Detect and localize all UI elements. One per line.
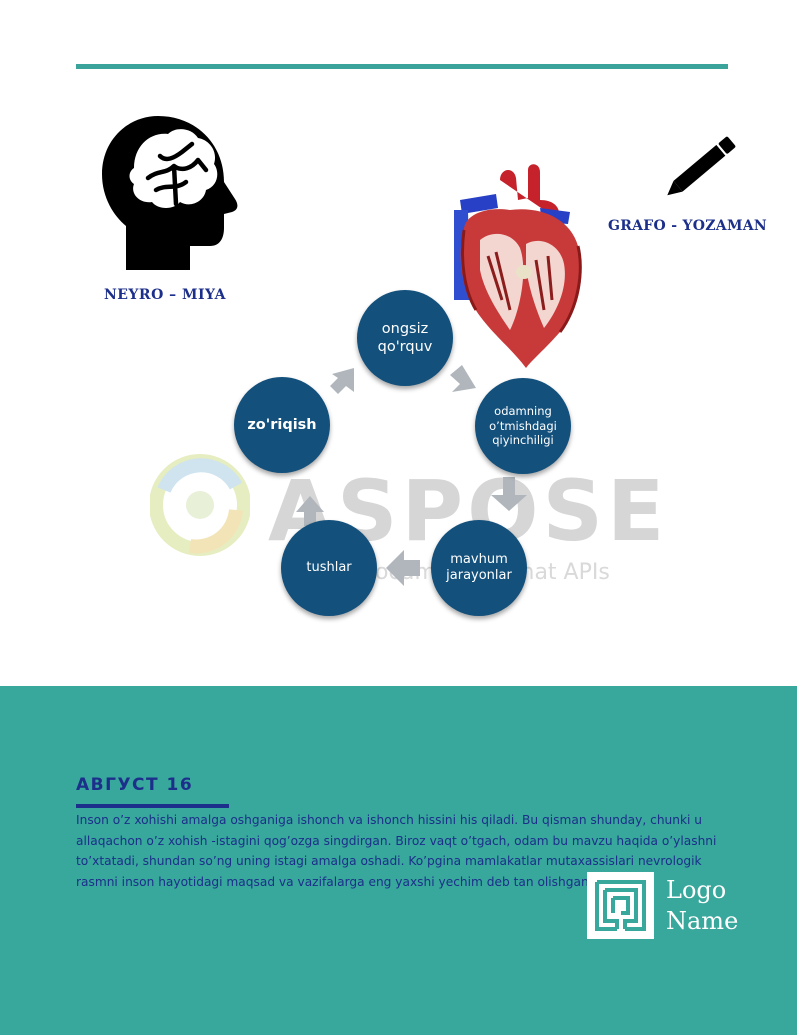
cycle-node-label: ongsiz qo'rquv [377, 320, 433, 355]
cycle-arrows [296, 365, 527, 586]
head-brain-icon [102, 116, 238, 270]
arrow-5 [330, 368, 354, 394]
anatomical-heart [454, 164, 582, 368]
arrow-4 [296, 496, 324, 526]
logo-line1: Logo [666, 876, 727, 904]
cycle-node-odamning: odamning o’tmishdagi qiyinchiligi [475, 378, 571, 474]
arrow-1 [450, 365, 476, 392]
top-rule [76, 64, 728, 69]
body-paragraph: Inson o’z xohishi amalga oshganiga ishon… [76, 813, 717, 889]
arrow-2 [491, 477, 527, 511]
logo-line2: Name [666, 907, 739, 935]
watermark-swirl-icon [150, 454, 250, 556]
brain-label: NEYRO – MIYA [103, 287, 227, 303]
date-heading: АВГУСТ 16 [76, 775, 194, 795]
arrow-3 [386, 550, 420, 586]
cycle-node-tushlar: tushlar [281, 520, 377, 616]
cycle-node-label: odamning o’tmishdagi qiyinchiligi [489, 404, 557, 448]
pencil-label: GRAFO - YOZAMAN [607, 218, 768, 234]
logo-maze-icon [587, 872, 654, 939]
cycle-node-ongsiz: ongsiz qo'rquv [357, 290, 453, 386]
cycle-node-label: zo'riqish [247, 416, 317, 433]
cycle-node-zoriqish: zo'riqish [234, 377, 330, 473]
cycle-node-mavhum: mavhum jarayonlar [431, 520, 527, 616]
cycle-node-label: tushlar [306, 559, 352, 575]
logo-text: Logo Name [666, 875, 738, 937]
footer-panel [0, 686, 797, 1035]
pencil-icon [667, 136, 736, 196]
date-underline [76, 804, 229, 808]
cycle-node-label: mavhum jarayonlar [446, 551, 512, 583]
